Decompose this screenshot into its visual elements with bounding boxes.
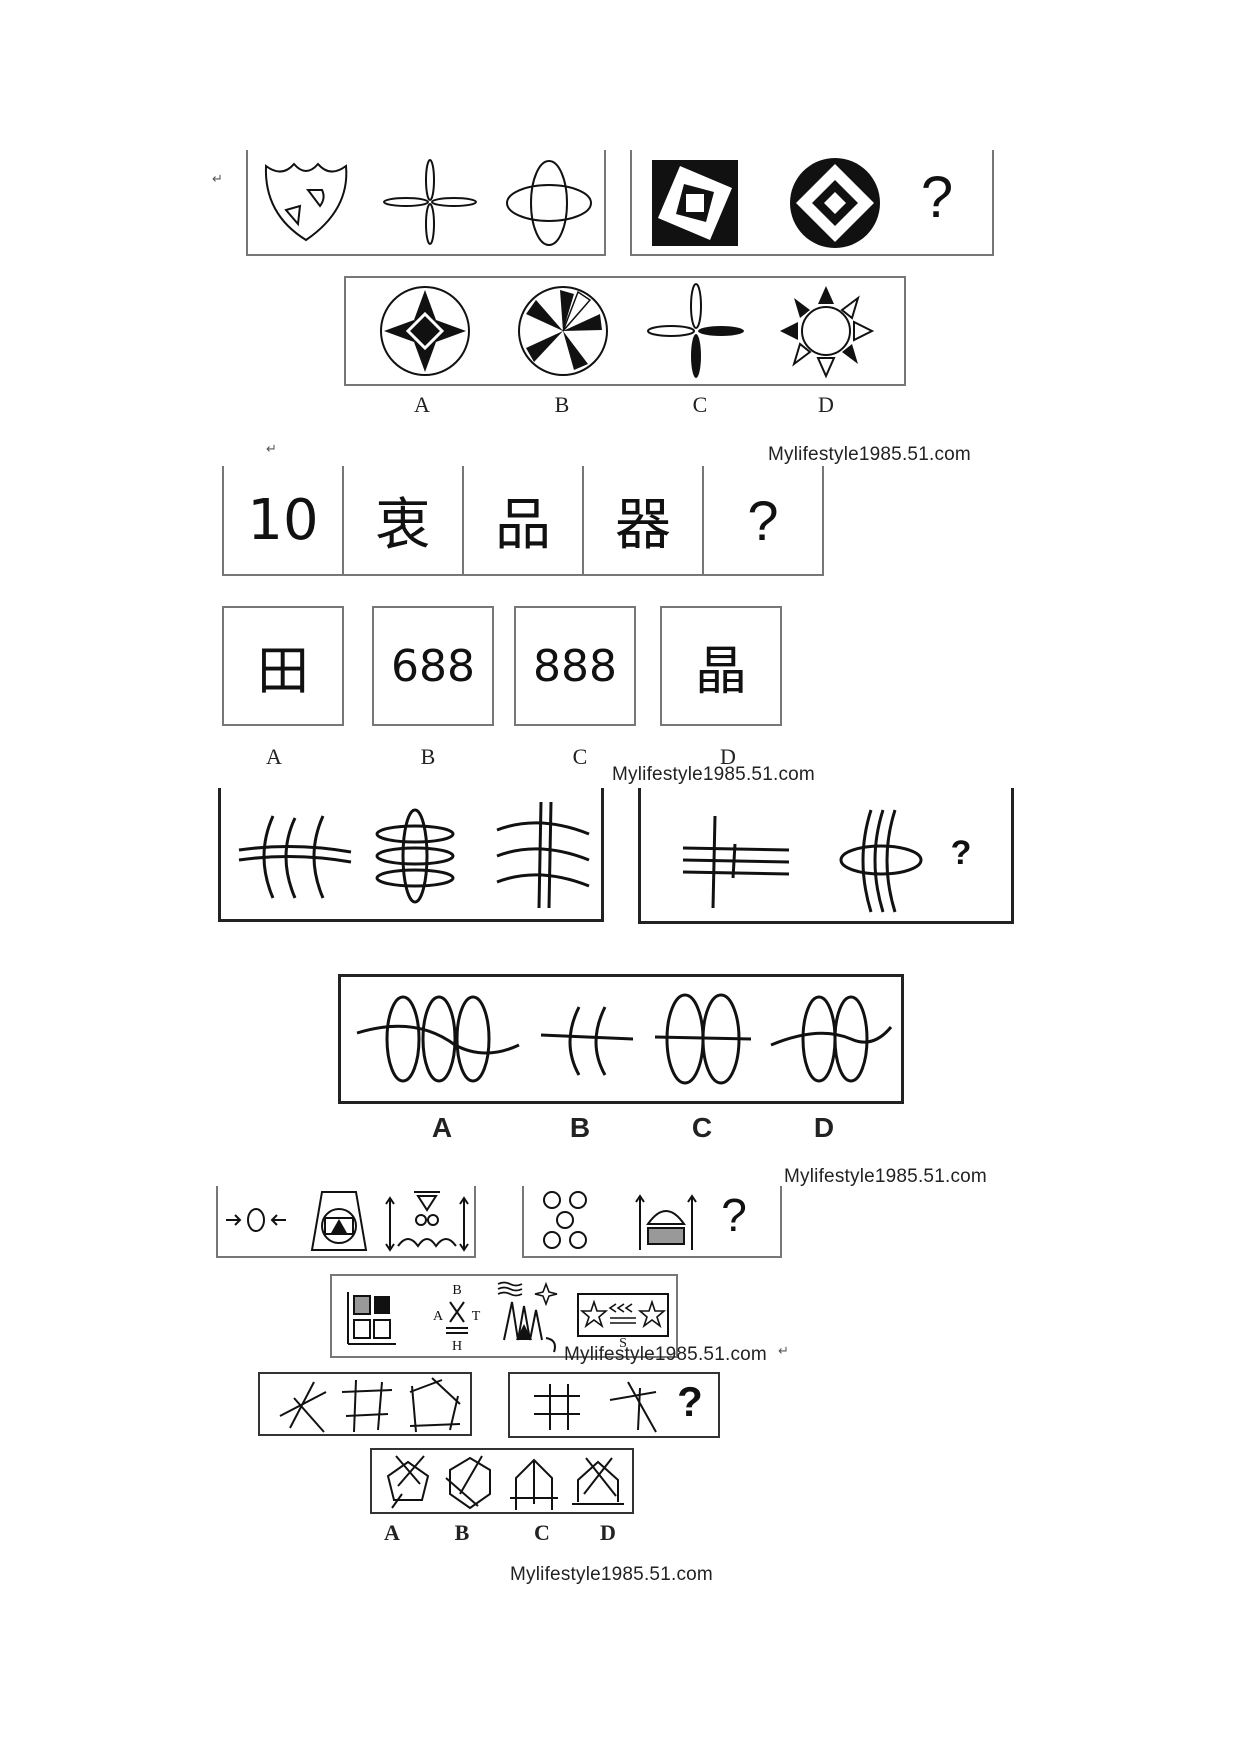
q2-label-a: A [266, 744, 282, 769]
q2-sequence-row: 10 衷 品 器 ? [222, 466, 824, 576]
q2-label-b: B [420, 744, 436, 769]
q5-option-a-figure [386, 1455, 430, 1509]
q5-label-b: B [454, 1520, 470, 1545]
q2-option-d: 晶 [660, 606, 782, 726]
q4-option-d-figure: S [577, 1293, 669, 1351]
q4-dome-arrows-figure [635, 1194, 697, 1250]
q2-option-c: 888 [514, 606, 636, 726]
q3-figure-1 [238, 815, 352, 899]
q4-sequence-box-right: ? [522, 1186, 782, 1258]
q4-circles-figure [543, 1191, 587, 1249]
q4-question-mark: ? [721, 1189, 747, 1241]
q5-figure-2 [341, 1379, 393, 1433]
q2-label-c: C [572, 744, 588, 769]
q3-options-box [338, 974, 904, 1104]
q5-option-b-figure [445, 1455, 491, 1510]
q4-sequence-box-left [216, 1186, 476, 1258]
q4-option-b-figure: B A T H [433, 1283, 481, 1354]
q5-option-d-figure [572, 1457, 624, 1505]
q3-option-d-figure [770, 995, 893, 1083]
q1-crossed-ovals-figure [506, 160, 592, 246]
q5-sequence-box-left [258, 1372, 472, 1436]
q2-sequence-cell: 10 [224, 466, 344, 574]
q2-label-d: D [720, 744, 736, 769]
q2-sequence-cell: 衷 [344, 466, 464, 574]
svg-text:S: S [619, 1336, 627, 1351]
q4-option-b-letter: T [472, 1309, 481, 1324]
q1-label-a: A [414, 392, 430, 417]
q1-black-square-figure [652, 160, 738, 246]
q2-sequence-cell: 品 [464, 466, 584, 574]
watermark: Mylifestyle1985.51.com [784, 1166, 987, 1187]
q5-label-a: A [384, 1520, 400, 1545]
q4-option-b-letter: A [433, 1309, 444, 1324]
q3-label-a: A [431, 1112, 453, 1143]
q1-label-d: D [818, 392, 834, 417]
q1-option-d-figure [780, 286, 875, 379]
q4-option-a-figure [347, 1292, 396, 1345]
q5-options-box [370, 1448, 634, 1514]
q3-option-c-figure [654, 993, 752, 1085]
return-mark: ↵ [778, 1344, 789, 1359]
q3-figure-2 [375, 808, 455, 904]
q1-option-c-figure [647, 283, 744, 378]
q3-option-b-figure [540, 1006, 634, 1076]
q3-sequence-box-left [218, 788, 604, 922]
return-mark: ↵ [212, 172, 223, 187]
q4-triangle-arrows-figure [385, 1191, 469, 1252]
q2-option-a: 田 [222, 606, 344, 726]
q1-options-box [344, 276, 906, 386]
q3-figure-4 [682, 815, 790, 909]
watermark: Mylifestyle1985.51.com [510, 1564, 713, 1585]
q4-option-b-letter: B [452, 1283, 461, 1298]
q4-trapezoid-figure [310, 1191, 368, 1251]
q1-black-circle-figure [790, 158, 880, 248]
q1-sequence-box-left [246, 150, 606, 256]
q5-label-c: C [534, 1520, 550, 1545]
q4-options-box: B A T H S [330, 1274, 678, 1358]
watermark: Mylifestyle1985.51.com [768, 444, 971, 465]
q2-option-b: 688 [372, 606, 494, 726]
q1-sequence-box-right: ? [630, 150, 994, 256]
q4-arrows-circle-figure [226, 1208, 286, 1232]
q1-four-leaves-figure [383, 159, 477, 245]
q5-figure-4 [534, 1384, 580, 1430]
q5-figure-3 [409, 1377, 461, 1433]
q5-figure-5 [609, 1381, 657, 1433]
q3-label-b: B [569, 1112, 591, 1143]
q2-sequence-cell: 器 [584, 466, 704, 574]
q3-figure-3 [496, 801, 590, 909]
q5-question-mark: ? [677, 1378, 703, 1425]
q1-option-a-figure [380, 286, 470, 376]
q1-question-mark: ? [920, 165, 954, 230]
return-mark: ↵ [266, 442, 277, 457]
q3-option-a-figure [356, 995, 520, 1083]
q5-sequence-box-right: ? [508, 1372, 720, 1438]
q4-option-c-figure [497, 1281, 558, 1353]
q1-option-b-figure [518, 286, 608, 376]
watermark: Mylifestyle1985.51.com [612, 764, 815, 785]
q1-shield-figure [264, 162, 348, 242]
q4-option-b-letter: H [452, 1339, 462, 1354]
watermark: Mylifestyle1985.51.com [564, 1344, 767, 1365]
q2-question-cell: ? [747, 488, 779, 552]
q3-label-c: C [691, 1112, 713, 1143]
q5-label-d: D [600, 1520, 616, 1545]
q5-option-c-figure [510, 1458, 558, 1510]
q1-label-c: C [692, 392, 708, 417]
q3-label-d: D [813, 1112, 835, 1143]
q1-label-b: B [554, 392, 570, 417]
q5-figure-1 [279, 1381, 327, 1433]
q3-question-mark: ? [950, 834, 972, 872]
q3-figure-5 [839, 809, 923, 913]
q3-sequence-box-right: ? [638, 788, 1014, 924]
